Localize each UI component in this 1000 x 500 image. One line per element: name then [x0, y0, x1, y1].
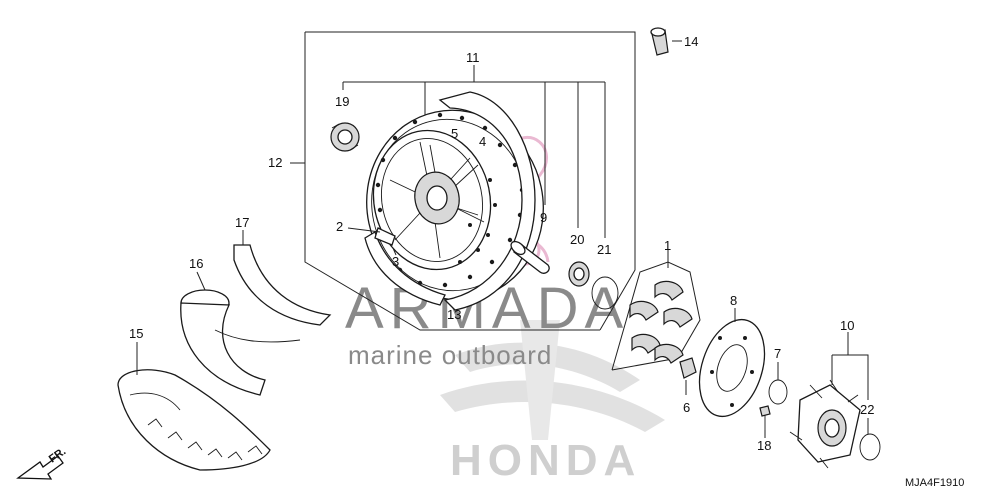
bearing-19	[330, 122, 360, 152]
callout-5: 5	[451, 126, 458, 141]
watermark-tagline: marine outboard	[348, 340, 552, 370]
plate-8	[698, 318, 766, 418]
leader-lines	[136, 40, 869, 438]
rim-band	[364, 91, 536, 311]
callout-13: 13	[447, 307, 461, 322]
hub-flange-10	[789, 379, 861, 469]
bolt-18	[759, 405, 771, 430]
watermark: HONDA ARMADA marine outboard	[345, 136, 665, 485]
diagram-code: MJA4F1910	[905, 477, 964, 489]
callout-4: 4	[479, 134, 486, 149]
callout-6: 6	[683, 400, 690, 415]
callout-17: 17	[235, 215, 249, 230]
valve-parts	[347, 227, 397, 256]
bearing-20	[568, 261, 590, 287]
oring-22	[859, 433, 881, 461]
rear-wheel	[366, 109, 544, 301]
callout-9: 9	[540, 210, 547, 225]
callout-14: 14	[684, 34, 698, 49]
callout-20: 20	[570, 232, 584, 247]
oring-21	[591, 276, 619, 310]
callout-18: 18	[757, 438, 771, 453]
inner-tube-16	[180, 289, 301, 396]
rim-band-17	[233, 244, 332, 326]
callout-3: 3	[392, 254, 399, 269]
callout-22: 22	[860, 402, 874, 417]
callout-11: 11	[466, 50, 480, 65]
callout-10: 10	[840, 318, 854, 333]
callout-12: 12	[268, 155, 282, 170]
damper-rubbers-1	[611, 261, 701, 371]
callout-21: 21	[597, 242, 611, 257]
callout-1: 1	[664, 238, 671, 253]
nut-6	[679, 357, 697, 379]
honda-logo-text: HONDA	[450, 436, 641, 485]
callout-15: 15	[129, 326, 143, 341]
assembly-frame	[290, 31, 636, 331]
tire-15	[117, 369, 271, 471]
callout-7: 7	[774, 346, 781, 361]
callout-2: 2	[336, 219, 343, 234]
callout-numbers: 1 2 3 4 5 6 7 8 9 10 11 12 13 14 15 16 1…	[129, 34, 874, 453]
callout-16: 16	[189, 256, 203, 271]
callout-19: 19	[335, 94, 349, 109]
front-arrow-icon	[16, 455, 64, 480]
honda-wing-logo	[440, 320, 665, 440]
valve-cap-14	[650, 27, 669, 56]
callout-8: 8	[730, 293, 737, 308]
ring-7	[768, 379, 788, 405]
collar-9	[510, 240, 550, 274]
front-direction-indicator: FR.	[16, 445, 68, 480]
